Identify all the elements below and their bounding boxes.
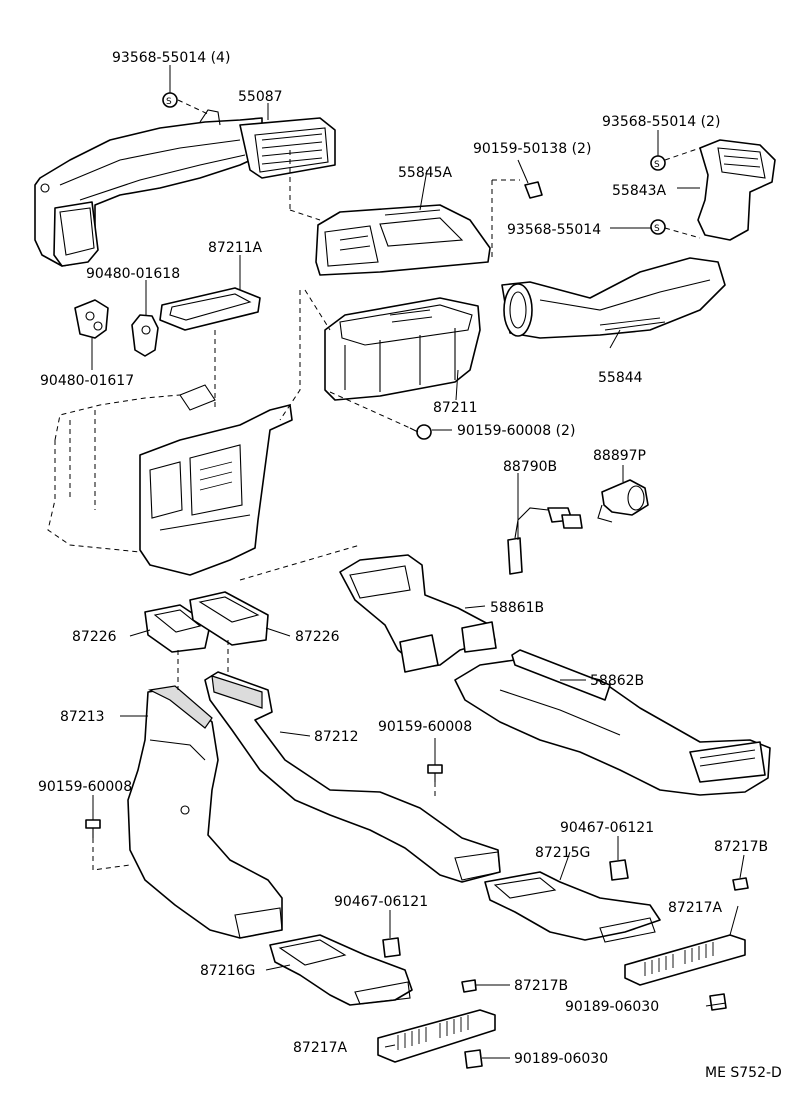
duct-55845a [315, 204, 491, 276]
svg-text:S: S [654, 160, 660, 170]
label-87217b-right: 87217B [714, 839, 768, 855]
label-87212: 87212 [314, 729, 359, 745]
washer-symbol: S S S [162, 92, 666, 235]
label-90480-01618: 90480-01618 [86, 266, 180, 282]
label-93568-55014: 93568-55014 [507, 222, 601, 238]
duct-55844 [501, 257, 726, 339]
label-87211: 87211 [433, 400, 478, 416]
gasket-87211a [159, 287, 261, 331]
duct-87215g [484, 871, 661, 943]
label-90467-06121-left: 90467-06121 [334, 894, 428, 910]
svg-text:S: S [166, 97, 172, 107]
duct-87212 [204, 671, 501, 883]
cap-90189-06030-right [709, 993, 727, 1011]
duct-87213 [127, 685, 283, 939]
label-87216g: 87216G [200, 963, 255, 979]
clip-87217b-right [732, 877, 749, 891]
case-87211 [324, 297, 481, 401]
duct-58862b [454, 649, 771, 796]
label-87213: 87213 [60, 709, 105, 725]
label-90189-06030-left: 90189-06030 [514, 1051, 608, 1067]
clip-90480-01617 [74, 299, 109, 339]
label-58862b: 58862B [590, 673, 644, 689]
label-90480-01617: 90480-01617 [40, 373, 134, 389]
screw-90159-60008-case [409, 424, 432, 440]
part-labels: 93568-55014 (4) 55087 93568-55014 (2) 90… [38, 50, 782, 1081]
label-90189-06030-right: 90189-06030 [565, 999, 659, 1015]
part-88897p [597, 479, 649, 523]
label-90159-60008-left: 90159-60008 [38, 779, 132, 795]
svg-text:S: S [654, 224, 660, 234]
clip-90480-01618 [131, 314, 159, 357]
label-90159-60008-2: 90159-60008 (2) [457, 423, 575, 439]
label-55845a: 55845A [398, 165, 453, 181]
drawing-code: ME S752-D [705, 1065, 782, 1081]
clip-90467-06121-left [382, 937, 401, 958]
clip-90467-06121-right [609, 859, 629, 881]
duct-55843a [697, 139, 776, 241]
duct-55087 [34, 109, 336, 267]
sensor-88790b [507, 507, 583, 575]
label-55087: 55087 [238, 89, 283, 105]
cap-90189-06030-left [464, 1049, 483, 1069]
label-87226-right: 87226 [295, 629, 340, 645]
label-93568-55014-2: 93568-55014 (2) [602, 114, 720, 130]
leader-lines [91, 65, 745, 1059]
duct-87216g [269, 934, 413, 1006]
label-90159-60008-mid: 90159-60008 [378, 719, 472, 735]
heater-unit [47, 384, 293, 576]
label-90159-50138-2: 90159-50138 (2) [473, 141, 591, 157]
screw-90159-60008-left [85, 819, 101, 838]
label-88790b: 88790B [503, 459, 557, 475]
label-87217a-left: 87217A [293, 1040, 348, 1056]
label-87217b-left: 87217B [514, 978, 568, 994]
label-55843a: 55843A [612, 183, 667, 199]
duct-58861b [339, 554, 497, 673]
screw-90159-60008-mid [427, 764, 443, 782]
label-87217a-right: 87217A [668, 900, 723, 916]
label-55844: 55844 [598, 370, 643, 386]
grille-87217a-left [377, 1009, 496, 1063]
label-93568-55014-4: 93568-55014 (4) [112, 50, 230, 66]
grille-87217a-right [624, 934, 746, 986]
clip-87217b-left [461, 979, 477, 993]
label-90467-06121-right: 90467-06121 [560, 820, 654, 836]
label-87215g: 87215G [535, 845, 590, 861]
gasket-87226-right [189, 591, 269, 646]
label-58861b: 58861B [490, 600, 544, 616]
label-87226-left: 87226 [72, 629, 117, 645]
nut-90159-50138 [524, 181, 543, 199]
label-87211a: 87211A [208, 240, 263, 256]
label-88897p: 88897P [593, 448, 646, 464]
